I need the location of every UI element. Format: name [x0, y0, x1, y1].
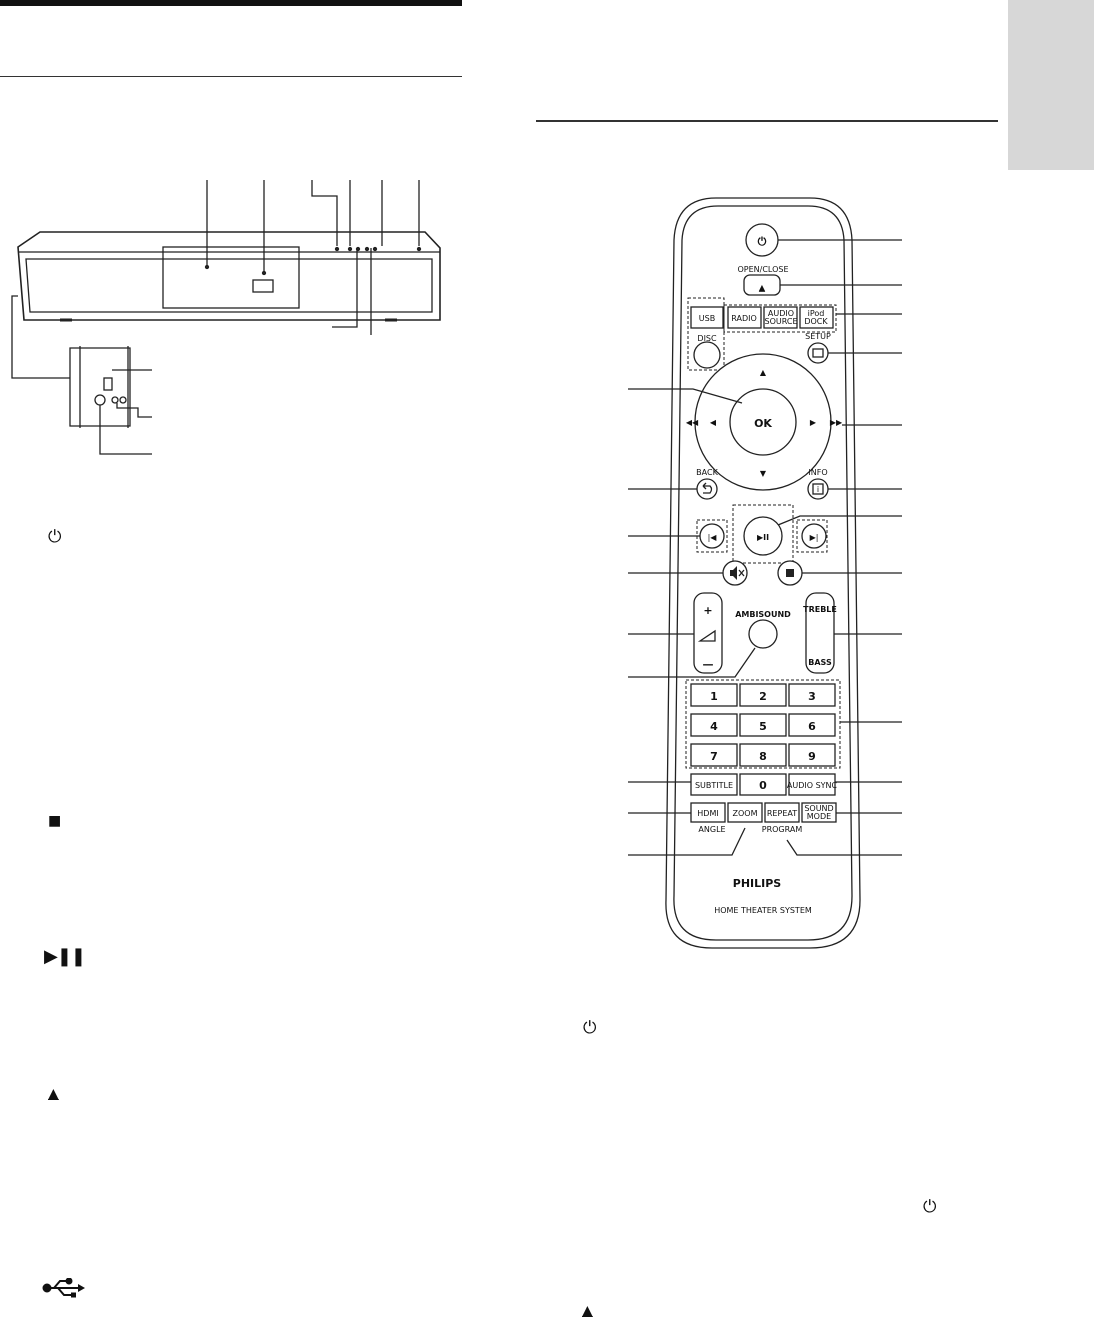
stop-icon	[786, 569, 794, 577]
power-icon: ⏻	[758, 235, 767, 248]
ipod-dock-button[interactable]	[799, 306, 834, 329]
left-arrow-icon: ◀	[710, 418, 717, 427]
previous-icon: |◀	[708, 533, 718, 542]
volume-rocker[interactable]	[693, 592, 723, 674]
up-arrow-icon: ▲	[760, 368, 767, 377]
key-0[interactable]	[739, 773, 787, 796]
sound-mode-label: SOUND	[804, 804, 833, 813]
audio-source-label: SOURCE	[764, 317, 797, 326]
right-arrow-icon: ▶	[810, 418, 817, 427]
play-pause-button[interactable]	[743, 516, 783, 556]
back-label: BACK	[696, 468, 718, 477]
info-label: INFO	[808, 468, 827, 477]
bass-label: BASS	[808, 658, 832, 667]
repeat-label: REPEAT	[767, 809, 797, 818]
key-9-label: 9	[808, 750, 816, 763]
main-unit-diagram	[11, 180, 441, 455]
zoom-button[interactable]	[727, 802, 763, 823]
ok-label: OK	[754, 417, 772, 430]
key-8[interactable]	[739, 743, 787, 767]
forward-icon: ▶▶	[830, 418, 843, 427]
tagline: HOME THEATER SYSTEM	[714, 906, 812, 915]
power-icon: ⏻	[48, 527, 62, 547]
eject-icon: ▲	[759, 283, 766, 292]
subtitle-label: SUBTITLE	[695, 781, 733, 790]
key-2[interactable]	[739, 683, 787, 707]
key-7-label: 7	[710, 750, 718, 763]
callout-lines-left	[628, 388, 756, 856]
power-icon: ⏻	[923, 1197, 937, 1217]
audio-source-label: AUDIO	[768, 309, 794, 318]
hdmi-label: HDMI	[697, 809, 718, 818]
disc-label: DISC	[697, 334, 717, 343]
eject-icon: ▲	[48, 1086, 59, 1102]
ambisound-label: AMBISOUND	[735, 610, 791, 619]
audio-sync-button[interactable]	[788, 773, 836, 796]
key-4[interactable]	[690, 713, 738, 737]
eject-icon: ▲	[582, 1303, 593, 1319]
mute-icon	[730, 566, 737, 580]
treble-label: TREBLE	[803, 605, 837, 614]
rewind-icon: ◀◀	[686, 418, 699, 427]
key-3-label: 3	[808, 690, 816, 703]
key-1-label: 1	[710, 690, 718, 703]
program-label: PROGRAM	[762, 825, 803, 834]
audio-sync-label: AUDIO SYNC	[787, 781, 838, 790]
key-2-label: 2	[759, 690, 767, 703]
language-tab	[1008, 0, 1094, 170]
info-icon: i	[817, 485, 819, 494]
key-4-label: 4	[710, 720, 718, 733]
key-8-label: 8	[759, 750, 767, 763]
power-icon: ⏻	[583, 1018, 597, 1038]
top-bar	[0, 0, 462, 6]
angle-label: ANGLE	[698, 825, 725, 834]
key-6-label: 6	[808, 720, 816, 733]
brand-logo: PHILIPS	[733, 877, 782, 890]
disc-button[interactable]	[693, 341, 721, 369]
setup-button[interactable]	[807, 342, 829, 364]
play-pause-icon: ▶❚❚	[44, 946, 86, 967]
key-3[interactable]	[788, 683, 836, 707]
setup-label: SETUP	[805, 332, 831, 341]
key-6[interactable]	[788, 713, 836, 737]
key-9[interactable]	[788, 743, 836, 767]
right-section-rule	[536, 120, 998, 122]
key-1[interactable]	[690, 683, 738, 707]
ipod-dock-label: DOCK	[804, 317, 828, 326]
key-5[interactable]	[739, 713, 787, 737]
zoom-label: ZOOM	[733, 809, 758, 818]
usb-label: USB	[699, 314, 715, 323]
next-button[interactable]	[801, 523, 827, 549]
back-button[interactable]	[696, 478, 718, 500]
ok-button[interactable]	[729, 388, 797, 456]
key-7[interactable]	[690, 743, 738, 767]
audio-source-button[interactable]	[763, 306, 798, 329]
repeat-button[interactable]	[764, 802, 800, 823]
open-close-label: OPEN/CLOSE	[737, 265, 788, 274]
radio-button[interactable]	[727, 306, 762, 329]
remote-control: .s{stroke:#222;fill:none;stroke-width:1.…	[628, 197, 902, 949]
usb-button[interactable]	[690, 306, 724, 329]
stop-icon: ■	[48, 813, 62, 829]
left-section-rule	[0, 76, 462, 77]
usb-icon	[42, 1278, 85, 1298]
ipod-dock-label: iPod	[808, 309, 825, 318]
down-arrow-icon: ▼	[760, 469, 767, 478]
ambisound-button[interactable]	[748, 619, 778, 649]
radio-label: RADIO	[731, 314, 757, 323]
callout-lines-right	[777, 239, 902, 856]
volume-up-icon: +	[703, 604, 712, 617]
next-icon: ▶|	[810, 533, 819, 542]
play-pause-icon: ▶II	[757, 533, 769, 542]
treble-bass-rocker[interactable]	[805, 592, 835, 674]
key-5-label: 5	[759, 720, 767, 733]
volume-down-icon: —	[703, 658, 714, 671]
sound-mode-label: MODE	[807, 812, 831, 821]
subtitle-button[interactable]	[690, 773, 738, 796]
key-0-label: 0	[759, 779, 767, 792]
numeric-keypad: 1 2 3 4 5 6 7 8 9	[690, 683, 836, 767]
